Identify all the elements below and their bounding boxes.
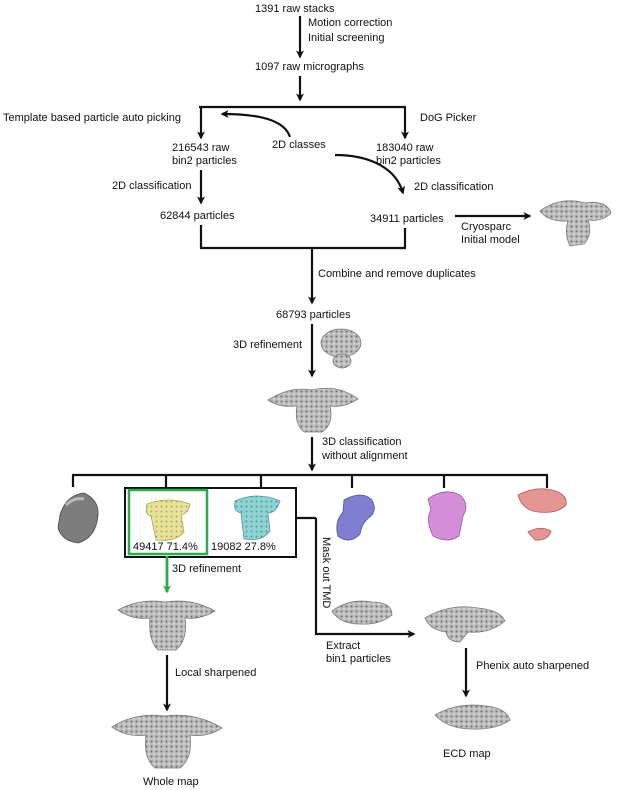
extract-label-2: bin1 particles bbox=[326, 653, 391, 665]
selected-classes-box bbox=[124, 487, 297, 558]
class1-label: 49417 71.4% bbox=[133, 541, 198, 553]
class-map-yellow bbox=[145, 499, 191, 541]
3d-classification-label-2: without alignment bbox=[321, 450, 408, 462]
refined-map bbox=[267, 387, 359, 433]
3d-refinement-label: 3D refinement bbox=[233, 339, 302, 351]
left-2d-classification-label: 2D classification bbox=[112, 180, 191, 192]
mask-out-label: Mask out TMD bbox=[320, 537, 332, 608]
right-raw-label-1: 183040 raw bbox=[376, 142, 434, 154]
left-raw-label-2: bin2 particles bbox=[172, 155, 237, 167]
class2-label: 19082 27.8% bbox=[211, 541, 276, 553]
raw-micrographs-label: 1097 raw micrographs bbox=[255, 61, 364, 73]
right-2d-classification-label: 2D classification bbox=[414, 181, 493, 193]
class-map-cyan bbox=[234, 495, 281, 541]
class-map-pink bbox=[517, 488, 567, 541]
3d-classification-label-1: 3D classification bbox=[322, 436, 401, 448]
ecd-map-label: ECD map bbox=[443, 748, 491, 760]
arrow-2d-classes-to-template bbox=[220, 110, 292, 138]
cryosparc-initial-model-map bbox=[539, 200, 612, 247]
class-map-violet bbox=[427, 491, 467, 541]
raw-stacks-label: 1391 raw stacks bbox=[255, 3, 335, 15]
2d-classes-label: 2D classes bbox=[272, 139, 326, 151]
cryosparc-label-2: Initial model bbox=[461, 234, 520, 246]
whole-map bbox=[111, 714, 223, 769]
ecd-map-sharpened bbox=[434, 704, 511, 730]
motion-correction-label: Motion correction bbox=[308, 17, 392, 29]
phenix-label: Phenix auto sharpened bbox=[476, 660, 589, 672]
local-sharpened-label: Local sharpened bbox=[175, 667, 256, 679]
extract-label-1: Extract bbox=[326, 640, 360, 652]
class-map-blue bbox=[336, 494, 375, 541]
cryosparc-label-1: Cryosparc bbox=[461, 221, 512, 233]
combined-particles-label: 68793 particles bbox=[276, 309, 351, 321]
ecd-map-unsharpened bbox=[424, 606, 506, 643]
arrow-2d-classes-to-right-classification bbox=[334, 153, 406, 195]
whole-map-label: Whole map bbox=[143, 776, 199, 788]
best-class-highlight bbox=[127, 488, 209, 556]
left-particles-label: 62844 particles bbox=[160, 210, 235, 222]
refined-full-map bbox=[117, 600, 216, 651]
template-picking-label: Template based particle auto picking bbox=[3, 112, 181, 124]
masked-ecd-map bbox=[331, 600, 393, 625]
class-map-gray bbox=[57, 492, 99, 544]
left-raw-label-1: 216543 raw bbox=[172, 142, 230, 154]
combine-label: Combine and remove duplicates bbox=[318, 268, 476, 280]
right-particles-label: 34911 particles bbox=[370, 213, 444, 225]
3d-refinement-2-label: 3D refinement bbox=[172, 563, 241, 575]
right-raw-label-2: bin2 particles bbox=[376, 155, 441, 167]
initial-model-blob bbox=[320, 328, 362, 369]
dog-picker-label: DoG Picker bbox=[420, 112, 477, 124]
initial-screening-label: Initial screening bbox=[308, 32, 384, 44]
